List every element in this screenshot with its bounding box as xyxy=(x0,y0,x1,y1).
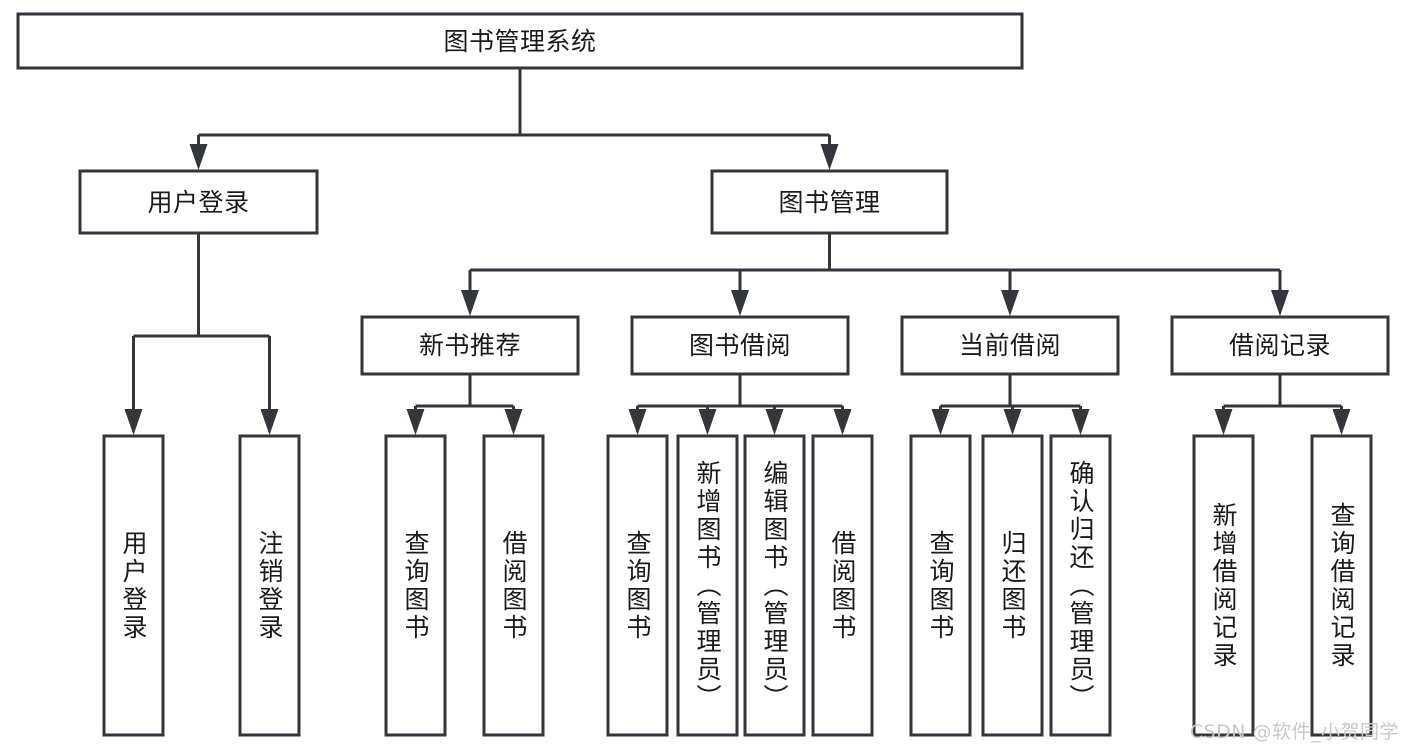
arrow-head-leaf-query-book-1 xyxy=(406,409,425,435)
node-leaf-return-book[interactable] xyxy=(983,436,1042,735)
arrow-head-current-borrow xyxy=(1001,290,1019,316)
boxes-layer xyxy=(16,12,1390,737)
node-box-leaf-query-book-3[interactable] xyxy=(909,434,972,737)
node-box-leaf-add-borrow-record[interactable] xyxy=(1192,434,1255,737)
node-leaf-user-login[interactable] xyxy=(104,436,163,735)
node-leaf-borrow-book-1[interactable] xyxy=(484,436,543,735)
arrow-head-leaf-borrow-book-1 xyxy=(504,409,523,435)
node-box-leaf-borrow-book-2[interactable] xyxy=(811,434,874,737)
node-leaf-query-book-2[interactable] xyxy=(608,436,667,735)
node-new-book-rec[interactable] xyxy=(362,317,578,374)
node-box-leaf-add-book-admin[interactable] xyxy=(676,434,739,737)
node-box-book-borrow[interactable] xyxy=(630,315,850,376)
node-box-leaf-logout-login[interactable] xyxy=(238,434,301,737)
node-leaf-add-book-admin[interactable] xyxy=(678,436,737,735)
node-borrow-record[interactable] xyxy=(1172,317,1388,374)
node-box-new-book-rec[interactable] xyxy=(360,315,580,376)
arrow-head-book-manage xyxy=(820,144,839,170)
arrow-head-leaf-logout-login xyxy=(260,409,279,435)
node-box-user-login[interactable] xyxy=(78,169,319,235)
node-box-leaf-borrow-book-1[interactable] xyxy=(482,434,545,737)
node-box-leaf-confirm-return-admin[interactable] xyxy=(1049,434,1112,737)
arrow-head-leaf-return-book xyxy=(1003,409,1022,435)
node-leaf-query-borrow-record[interactable] xyxy=(1312,436,1371,735)
node-box-current-borrow[interactable] xyxy=(900,315,1120,376)
node-user-login[interactable] xyxy=(80,171,317,233)
arrow-head-leaf-edit-book-admin xyxy=(765,409,784,435)
node-leaf-add-borrow-record[interactable] xyxy=(1194,436,1253,735)
node-box-book-manage[interactable] xyxy=(710,169,949,235)
node-box-root[interactable] xyxy=(16,12,1024,70)
node-box-leaf-return-book[interactable] xyxy=(981,434,1044,737)
arrow-head-leaf-query-book-2 xyxy=(628,409,647,435)
arrow-head-leaf-query-book-3 xyxy=(931,409,950,435)
arrow-head-leaf-confirm-return-admin xyxy=(1071,409,1090,435)
arrow-head-borrow-record xyxy=(1271,290,1289,316)
node-leaf-confirm-return-admin[interactable] xyxy=(1051,436,1110,735)
node-box-borrow-record[interactable] xyxy=(1170,315,1390,376)
node-box-leaf-query-book-2[interactable] xyxy=(606,434,669,737)
arrow-head-leaf-add-borrow-record xyxy=(1214,409,1233,435)
node-leaf-borrow-book-2[interactable] xyxy=(813,436,872,735)
arrow-head-leaf-user-login xyxy=(124,409,143,435)
node-box-leaf-edit-book-admin[interactable] xyxy=(743,434,806,737)
node-leaf-edit-book-admin[interactable] xyxy=(745,436,804,735)
arrow-head-leaf-borrow-book-2 xyxy=(833,409,852,435)
node-box-leaf-query-borrow-record[interactable] xyxy=(1310,434,1373,737)
connectors-layer xyxy=(124,68,1351,435)
node-root[interactable] xyxy=(18,14,1022,68)
watermark-text: CSDN @软件_小贺同学 xyxy=(1189,721,1399,743)
node-book-manage[interactable] xyxy=(712,171,947,233)
arrow-head-leaf-add-book-admin xyxy=(698,409,717,435)
node-box-leaf-user-login[interactable] xyxy=(102,434,165,737)
arrow-head-leaf-query-borrow-record xyxy=(1332,409,1351,435)
node-leaf-logout-login[interactable] xyxy=(240,436,299,735)
arrow-head-book-borrow xyxy=(731,290,749,316)
node-book-borrow[interactable] xyxy=(632,317,848,374)
node-current-borrow[interactable] xyxy=(902,317,1118,374)
arrow-head-user-login xyxy=(189,144,208,170)
node-leaf-query-book-1[interactable] xyxy=(386,436,445,735)
node-box-leaf-query-book-1[interactable] xyxy=(384,434,447,737)
node-leaf-query-book-3[interactable] xyxy=(911,436,970,735)
arrow-head-new-book-rec xyxy=(461,290,479,316)
